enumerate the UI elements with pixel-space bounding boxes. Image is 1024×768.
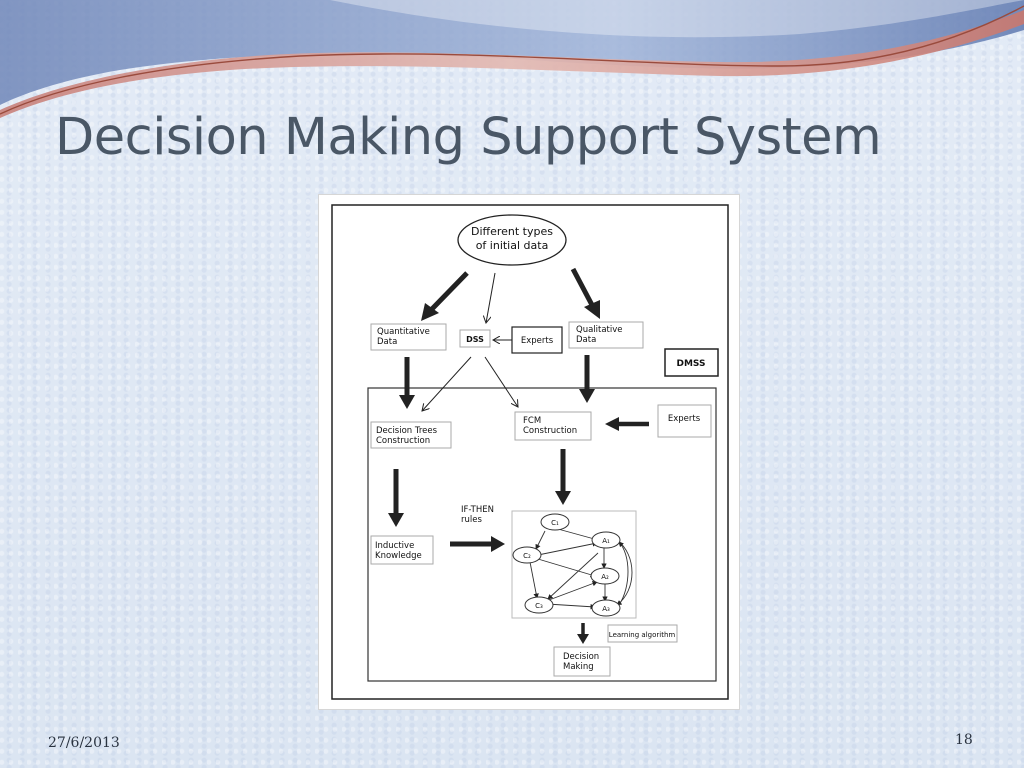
dmss-diagram: Different types of initial data Quantita… bbox=[318, 194, 740, 710]
dmss-label-box bbox=[664, 348, 719, 377]
decision-trees-label-line1: Decision Trees bbox=[376, 426, 438, 436]
arrowhead-initial-to-quantitative bbox=[421, 303, 439, 321]
dmss-label: DMSS bbox=[677, 359, 706, 369]
arrow-initial-to-qualitative bbox=[570, 267, 595, 307]
quantitative-label-line1: Quantitative bbox=[377, 327, 430, 337]
arrowhead-inductive-to-map bbox=[491, 536, 505, 552]
arrowhead-initial-to-qualitative bbox=[584, 300, 600, 319]
fcm-node-c2-label: C₂ bbox=[523, 552, 531, 560]
experts-right-label: Experts bbox=[668, 414, 701, 424]
experts-top-label: Experts bbox=[521, 336, 554, 346]
dmss-region-border bbox=[367, 387, 717, 682]
footer-date: 27/6/2013 bbox=[48, 735, 120, 751]
fcm-construction-box bbox=[514, 411, 592, 441]
fcm-label-line1: FCM bbox=[523, 416, 541, 426]
inductive-knowledge-box bbox=[370, 535, 434, 565]
fcm-node-c1-label: C₁ bbox=[551, 519, 559, 527]
footer-page-number: 18 bbox=[955, 732, 973, 748]
fcm-node-a2 bbox=[590, 567, 620, 585]
qualitative-label-line1: Qualitative bbox=[576, 325, 623, 335]
diagram-outer-border bbox=[331, 204, 729, 700]
inductive-label-line2: Knowledge bbox=[375, 551, 422, 561]
arrow-initial-to-dss bbox=[486, 272, 496, 323]
qualitative-data-box bbox=[568, 321, 644, 349]
decision-making-label-line1: Decision bbox=[563, 652, 599, 662]
arrowhead-map-to-decision bbox=[577, 634, 589, 644]
decision-making-label-line2: Making bbox=[563, 662, 594, 672]
inductive-label-line1: Inductive bbox=[375, 541, 414, 551]
arrowhead-trees-to-inductive bbox=[388, 513, 404, 527]
fcm-label-line2: Construction bbox=[523, 426, 577, 436]
fcm-node-c3 bbox=[524, 596, 554, 614]
fcm-node-a1-label: A₁ bbox=[602, 537, 610, 545]
arrowhead-qualitative-to-fcm bbox=[579, 389, 595, 403]
arrow-dss-to-fcm bbox=[484, 356, 518, 407]
slide-title: Decision Making Support System bbox=[55, 108, 882, 167]
quantitative-data-box bbox=[370, 323, 447, 351]
initial-data-label-line2: of initial data bbox=[476, 239, 549, 252]
dss-box bbox=[459, 329, 491, 348]
experts-top-box bbox=[511, 326, 563, 354]
fcm-node-a3-label: A₃ bbox=[602, 605, 610, 613]
decision-trees-box bbox=[370, 421, 452, 449]
fcm-node-c1 bbox=[540, 513, 570, 531]
arrowhead-experts-to-fcm bbox=[605, 417, 619, 431]
learning-algorithm-box bbox=[607, 624, 678, 643]
arrowhead-quantitative-to-trees bbox=[399, 395, 415, 409]
initial-data-label-line1: Different types bbox=[471, 225, 553, 238]
if-then-label-line1: IF-THEN bbox=[461, 505, 494, 515]
decision-making-box bbox=[553, 646, 611, 677]
fcm-node-a1 bbox=[591, 531, 621, 549]
qualitative-label-line2: Data bbox=[576, 335, 596, 345]
arrow-initial-to-quantitative bbox=[430, 271, 469, 311]
learning-algorithm-label: Learning algorithm bbox=[609, 631, 676, 639]
fcm-node-c2 bbox=[512, 546, 542, 564]
arrow-dss-to-trees bbox=[422, 356, 472, 411]
fcm-node-a3 bbox=[591, 599, 621, 617]
arrowhead-fcm-to-map bbox=[555, 491, 571, 505]
fcm-node-a2-label: A₂ bbox=[601, 573, 609, 581]
if-then-label-line2: rules bbox=[461, 515, 482, 525]
dss-label: DSS bbox=[466, 335, 484, 344]
header-wave-decoration bbox=[0, 0, 1024, 118]
quantitative-label-line2: Data bbox=[377, 337, 397, 347]
experts-right-box bbox=[657, 404, 712, 438]
fcm-node-c3-label: C₃ bbox=[535, 602, 543, 610]
initial-data-node bbox=[457, 214, 567, 266]
decision-trees-label-line2: Construction bbox=[376, 436, 430, 446]
